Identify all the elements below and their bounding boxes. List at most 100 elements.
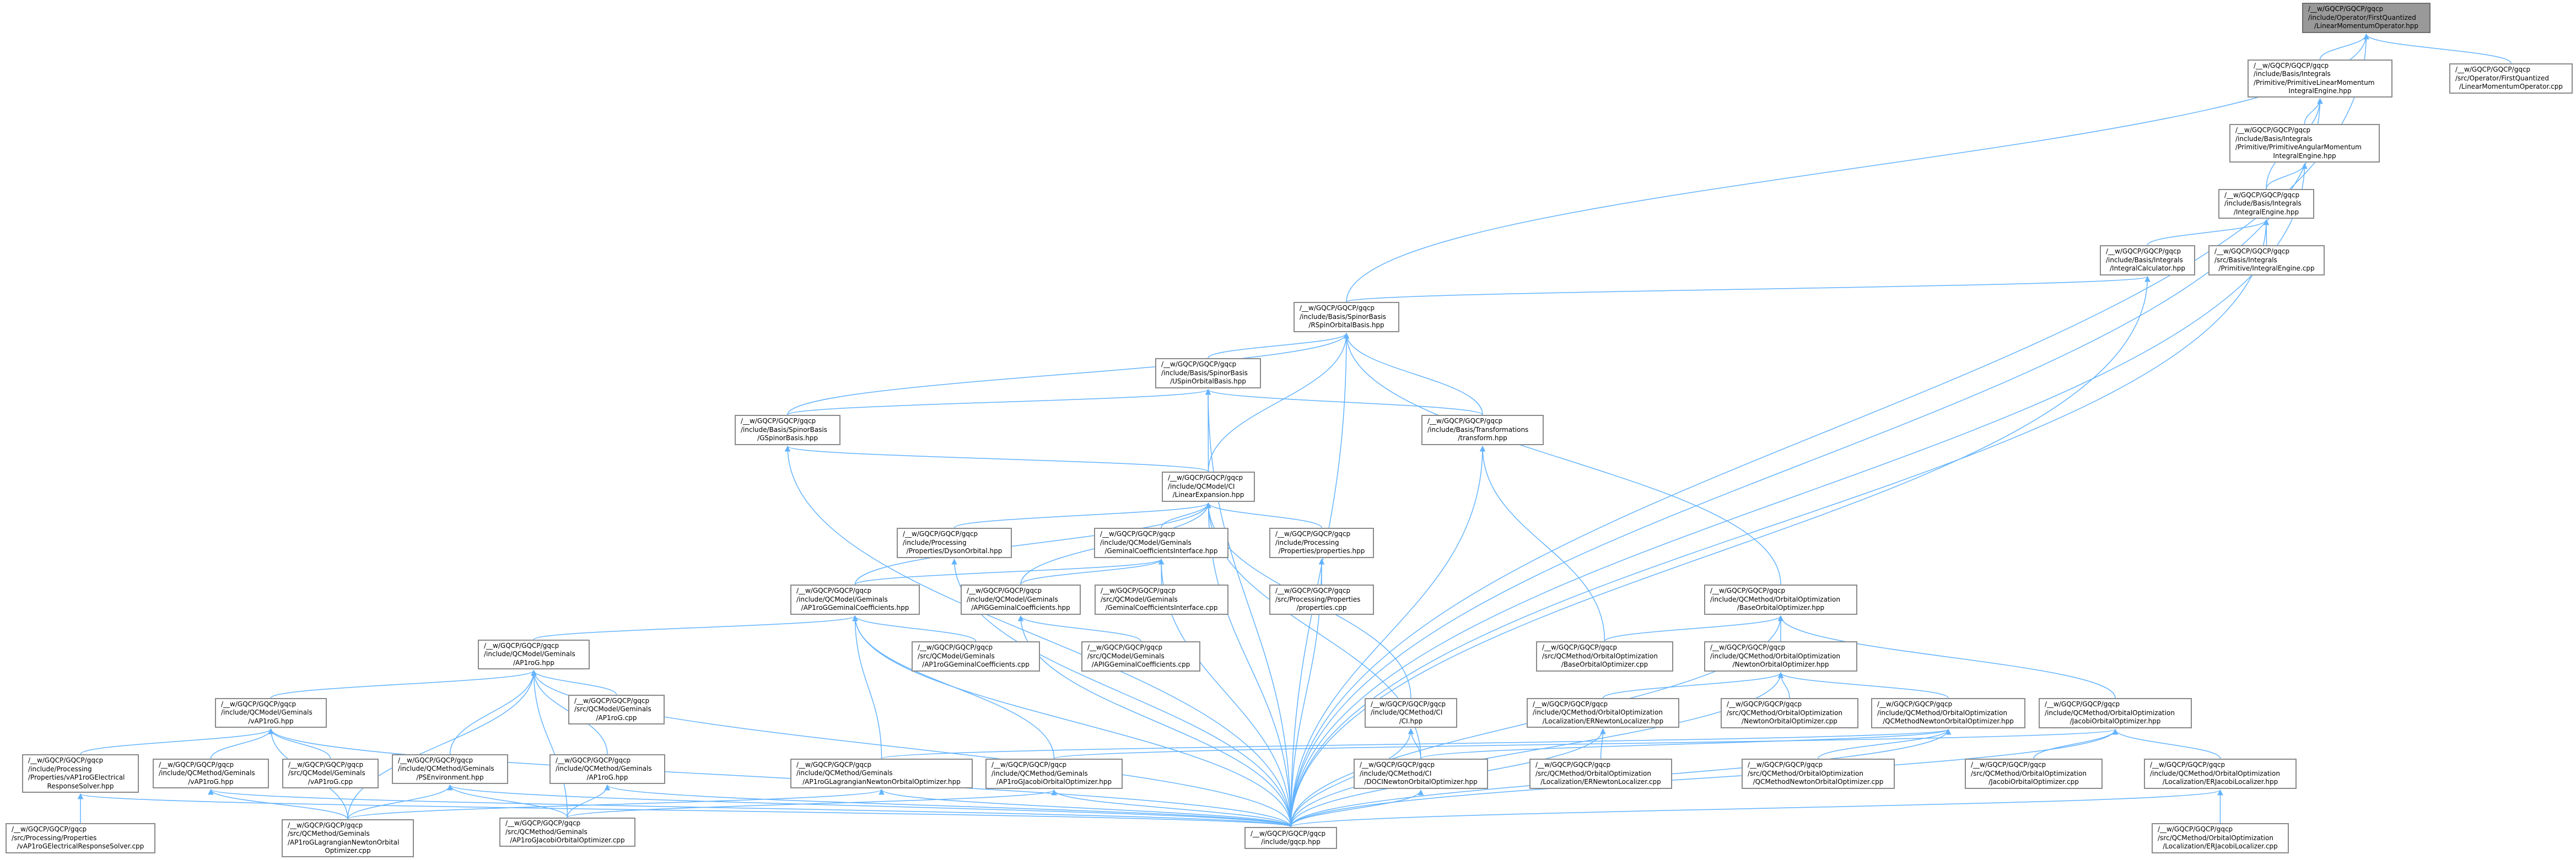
graph-node-file[interactable]: /__w/GQCP/GQCP/gqcp/include/gqcp.hpp — [1244, 827, 1337, 849]
node-label-line: /include/Basis/Integrals — [2254, 70, 2331, 78]
node-label-line: /__w/GQCP/GQCP/gqcp — [796, 587, 872, 595]
dependency-edge — [1290, 275, 2151, 827]
dependency-edge — [347, 669, 537, 820]
node-label-line: /include/QCMethod/Geminals — [991, 769, 1088, 777]
node-label-line: /__w/GQCP/GQCP/gqcp — [398, 756, 473, 764]
graph-node-file[interactable]: /__w/GQCP/GQCP/gqcp/include/QCMethod/Orb… — [1871, 698, 2025, 728]
graph-node-file[interactable]: /__w/GQCP/GQCP/gqcp/src/Basis/Integrals/… — [2208, 245, 2325, 275]
node-label-line: Optimizer.cpp — [325, 847, 371, 854]
node-label-line: /__w/GQCP/GQCP/gqcp — [1535, 761, 1611, 769]
node-label-line: /src/QCMethod/Geminals — [288, 830, 370, 837]
graph-node-file[interactable]: /__w/GQCP/GQCP/gqcp/include/QCMethod/Orb… — [1704, 641, 1857, 672]
node-label-line: /__w/GQCP/GQCP/gqcp — [12, 825, 87, 834]
dependency-edge — [567, 789, 1057, 818]
graph-node-file[interactable]: /__w/GQCP/GQCP/gqcp/src/QCMethod/Orbital… — [1965, 759, 2103, 789]
graph-node-file[interactable]: /__w/GQCP/GQCP/gqcp/src/QCModel/Geminals… — [568, 695, 665, 724]
graph-node-file[interactable]: /__w/GQCP/GQCP/gqcp/include/QCMethod/Gem… — [985, 759, 1123, 789]
graph-node-file[interactable]: /__w/GQCP/GQCP/gqcp/include/Basis/Spinor… — [735, 415, 840, 445]
graph-node-file[interactable]: /__w/GQCP/GQCP/gqcp/include/QCMethod/Gem… — [153, 759, 269, 788]
graph-node-file[interactable]: /__w/GQCP/GQCP/gqcp/include/QCModel/Gemi… — [478, 640, 590, 669]
node-label-line: /include/Basis/SpinorBasis — [741, 425, 827, 434]
dependency-edge — [881, 728, 1951, 759]
graph-node-current-file: /__w/GQCP/GQCP/gqcp/include/Operator/Fir… — [2302, 3, 2431, 33]
dependency-edge — [208, 788, 348, 820]
graph-node-file[interactable]: /__w/GQCP/GQCP/gqcp/include/QCModel/Gemi… — [1094, 528, 1228, 558]
dependency-edge — [852, 615, 977, 642]
graph-node-file[interactable]: /__w/GQCP/GQCP/gqcp/src/QCMethod/Geminal… — [499, 818, 635, 847]
dependency-edge — [1205, 388, 1483, 415]
node-label-line: /include/Processing — [28, 765, 92, 773]
graph-node-file[interactable]: /__w/GQCP/GQCP/gqcp/src/QCMethod/Orbital… — [1721, 698, 1858, 728]
node-label-line: /NewtonOrbitalOptimizer.cpp — [1742, 717, 1837, 726]
dependency-edge — [852, 615, 882, 759]
graph-node-file[interactable]: /__w/GQCP/GQCP/gqcp/src/QCMethod/Geminal… — [282, 819, 414, 857]
node-label-line: /include/QCMethod/CI — [1371, 708, 1443, 717]
node-label-line: /include/QCModel/Geminals — [484, 650, 575, 658]
node-label-line: /src/QCModel/Geminals — [918, 652, 995, 660]
node-label-line: /__w/GQCP/GQCP/gqcp — [1877, 700, 1953, 708]
node-label-line: /__w/GQCP/GQCP/gqcp — [484, 641, 559, 650]
dependency-edge — [1051, 789, 1291, 827]
node-label-line: /include/QCMethod/OrbitalOptimization — [1710, 595, 1840, 603]
node-label-line: /__w/GQCP/GQCP/gqcp — [1727, 700, 1802, 708]
graph-node-file[interactable]: /__w/GQCP/GQCP/gqcp/include/QCMethod/Orb… — [1527, 698, 1679, 728]
graph-node-file[interactable]: /__w/GQCP/GQCP/gqcp/src/QCMethod/Orbital… — [1742, 759, 1895, 789]
graph-node-file[interactable]: /__w/GQCP/GQCP/gqcp/src/Operator/FirstQu… — [2449, 63, 2573, 94]
node-label-line: /include/QCMethod/OrbitalOptimization — [1710, 652, 1840, 660]
dependency-edge — [208, 788, 1291, 827]
dependency-edge — [80, 728, 274, 755]
graph-node-file[interactable]: /__w/GQCP/GQCP/gqcp/include/Basis/Spinor… — [1294, 302, 1399, 332]
graph-node-file[interactable]: /__w/GQCP/GQCP/gqcp/src/QCModel/Geminals… — [912, 641, 1040, 672]
graph-node-file[interactable]: /__w/GQCP/GQCP/gqcp/include/Processing/P… — [22, 754, 139, 793]
node-label-line: /__w/GQCP/GQCP/gqcp — [1251, 829, 1326, 837]
graph-node-file[interactable]: /__w/GQCP/GQCP/gqcp/include/QCModel/CI/L… — [1162, 472, 1255, 502]
graph-node-file[interactable]: /__w/GQCP/GQCP/gqcp/include/Basis/Integr… — [2229, 124, 2380, 163]
graph-node-file[interactable]: /__w/GQCP/GQCP/gqcp/include/QCMethod/CI/… — [1365, 698, 1457, 728]
graph-node-file[interactable]: /__w/GQCP/GQCP/gqcp/include/Basis/Integr… — [2100, 245, 2195, 275]
graph-node-file[interactable]: /__w/GQCP/GQCP/gqcp/include/QCMethod/Orb… — [1704, 585, 1857, 615]
graph-node-file[interactable]: /__w/GQCP/GQCP/gqcp/include/QCModel/Gemi… — [215, 698, 327, 728]
node-label-line: /include/Basis/Integrals — [2235, 134, 2313, 143]
graph-node-file[interactable]: /__w/GQCP/GQCP/gqcp/include/Basis/Integr… — [2218, 189, 2314, 219]
node-label-line: /include/Processing — [903, 538, 967, 547]
graph-node-file[interactable]: /__w/GQCP/GQCP/gqcp/include/Processing/P… — [897, 528, 1012, 558]
graph-node-file[interactable]: /__w/GQCP/GQCP/gqcp/include/QCMethod/Orb… — [2144, 759, 2297, 789]
node-label-line: /include/Processing — [1275, 538, 1339, 547]
dependency-edge — [1290, 789, 1424, 827]
node-label-line: /JacobiOrbitalOptimizer.hpp — [2070, 717, 2161, 726]
graph-node-file[interactable]: /__w/GQCP/GQCP/gqcp/include/Processing/P… — [1269, 528, 1374, 558]
graph-node-file[interactable]: /__w/GQCP/GQCP/gqcp/src/Processing/Prope… — [1269, 585, 1374, 615]
node-label-line: /AP1roGJacobiOrbitalOptimizer.hpp — [996, 778, 1112, 786]
graph-node-file[interactable]: /__w/GQCP/GQCP/gqcp/include/QCModel/Gemi… — [790, 585, 920, 615]
node-label-line: /__w/GQCP/GQCP/gqcp — [574, 696, 650, 705]
node-label-line: /include/QCMethod/OrbitalOptimization — [2045, 708, 2175, 717]
graph-node-file[interactable]: /__w/GQCP/GQCP/gqcp/include/QCMethod/Gem… — [790, 759, 973, 788]
graph-node-file[interactable]: /__w/GQCP/GQCP/gqcp/include/QCMethod/Orb… — [2039, 698, 2192, 728]
graph-node-file[interactable]: /__w/GQCP/GQCP/gqcp/include/QCMethod/Gem… — [392, 754, 508, 784]
node-label-line: /__w/GQCP/GQCP/gqcp — [2150, 761, 2225, 769]
node-label-line: /vAP1roG.hpp — [188, 777, 234, 786]
node-label-line: /AP1roG.hpp — [586, 773, 628, 781]
node-label-line: /include/Basis/Integrals — [2106, 256, 2183, 264]
graph-node-file[interactable]: /__w/GQCP/GQCP/gqcp/include/Basis/Spinor… — [1155, 358, 1261, 388]
node-label-line: /AP1roG.cpp — [596, 713, 637, 722]
graph-node-file[interactable]: /__w/GQCP/GQCP/gqcp/include/Basis/Transf… — [1421, 415, 1544, 445]
graph-node-file[interactable]: /__w/GQCP/GQCP/gqcp/include/QCMethod/CI/… — [1354, 759, 1488, 789]
node-label-line: /__w/GQCP/GQCP/gqcp — [1360, 761, 1435, 769]
node-label-line: /AP1roGGeminalCoefficients.hpp — [801, 604, 909, 612]
graph-node-file[interactable]: /__w/GQCP/GQCP/gqcp/src/QCModel/Geminals… — [282, 759, 379, 788]
node-label-line: /include/QCModel/Geminals — [221, 708, 312, 717]
graph-node-file[interactable]: /__w/GQCP/GQCP/gqcp/src/QCModel/Geminals… — [1081, 641, 1200, 672]
graph-node-file[interactable]: /__w/GQCP/GQCP/gqcp/src/QCMethod/Orbital… — [2152, 823, 2289, 853]
node-label-line: /NewtonOrbitalOptimizer.hpp — [1732, 661, 1829, 669]
graph-node-file[interactable]: /__w/GQCP/GQCP/gqcp/include/Basis/Integr… — [2248, 60, 2392, 98]
dependency-edge — [1604, 615, 1784, 642]
graph-node-file[interactable]: /__w/GQCP/GQCP/gqcp/src/QCMethod/Orbital… — [1536, 641, 1673, 672]
node-label-line: /src/Processing/Properties — [1275, 595, 1361, 603]
graph-node-file[interactable]: /__w/GQCP/GQCP/gqcp/include/QCMethod/Gem… — [549, 754, 665, 784]
graph-node-file[interactable]: /__w/GQCP/GQCP/gqcp/include/QCModel/Gemi… — [961, 585, 1081, 615]
graph-node-file[interactable]: /__w/GQCP/GQCP/gqcp/src/QCModel/Geminals… — [1095, 585, 1228, 615]
node-label-line: /vAP1roGElectricalResponseSolver.cpp — [17, 842, 144, 851]
graph-node-file[interactable]: /__w/GQCP/GQCP/gqcp/src/Processing/Prope… — [6, 823, 155, 853]
graph-node-file[interactable]: /__w/GQCP/GQCP/gqcp/src/QCMethod/Orbital… — [1529, 759, 1672, 789]
